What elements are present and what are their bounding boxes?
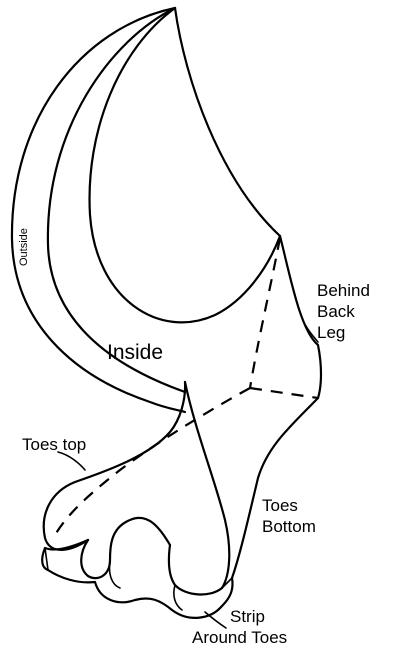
label-leg-line: Leg [317, 322, 370, 343]
outside-strip-line [48, 8, 185, 392]
label-back-line: Back [317, 301, 370, 322]
fold-line-horizontal [250, 388, 318, 398]
label-strip-around-toes: Strip Around Toes [192, 606, 287, 648]
label-toes-top: Toes top [22, 434, 86, 455]
label-bottom-line: Bottom [262, 516, 316, 537]
leg-lower-edge [232, 398, 318, 578]
label-outside: Outside [18, 228, 30, 266]
toe-1-outline [169, 382, 229, 594]
fold-line-toes [55, 388, 250, 535]
label-inside: Inside [107, 341, 163, 365]
fold-line-vertical [250, 238, 280, 388]
label-behind-line: Behind [317, 280, 370, 301]
label-behind-back-leg: Behind Back Leg [317, 280, 370, 343]
strip-inner-line [45, 548, 232, 610]
label-toes-line: Toes [262, 495, 316, 516]
toe-2-outline [81, 518, 170, 578]
leg-right-edge [280, 236, 321, 398]
crescent-right-edge [175, 8, 280, 236]
label-strip-line: Strip [192, 606, 287, 627]
label-around-toes-line: Around Toes [192, 627, 287, 648]
label-toes-bottom: Toes Bottom [262, 495, 316, 537]
